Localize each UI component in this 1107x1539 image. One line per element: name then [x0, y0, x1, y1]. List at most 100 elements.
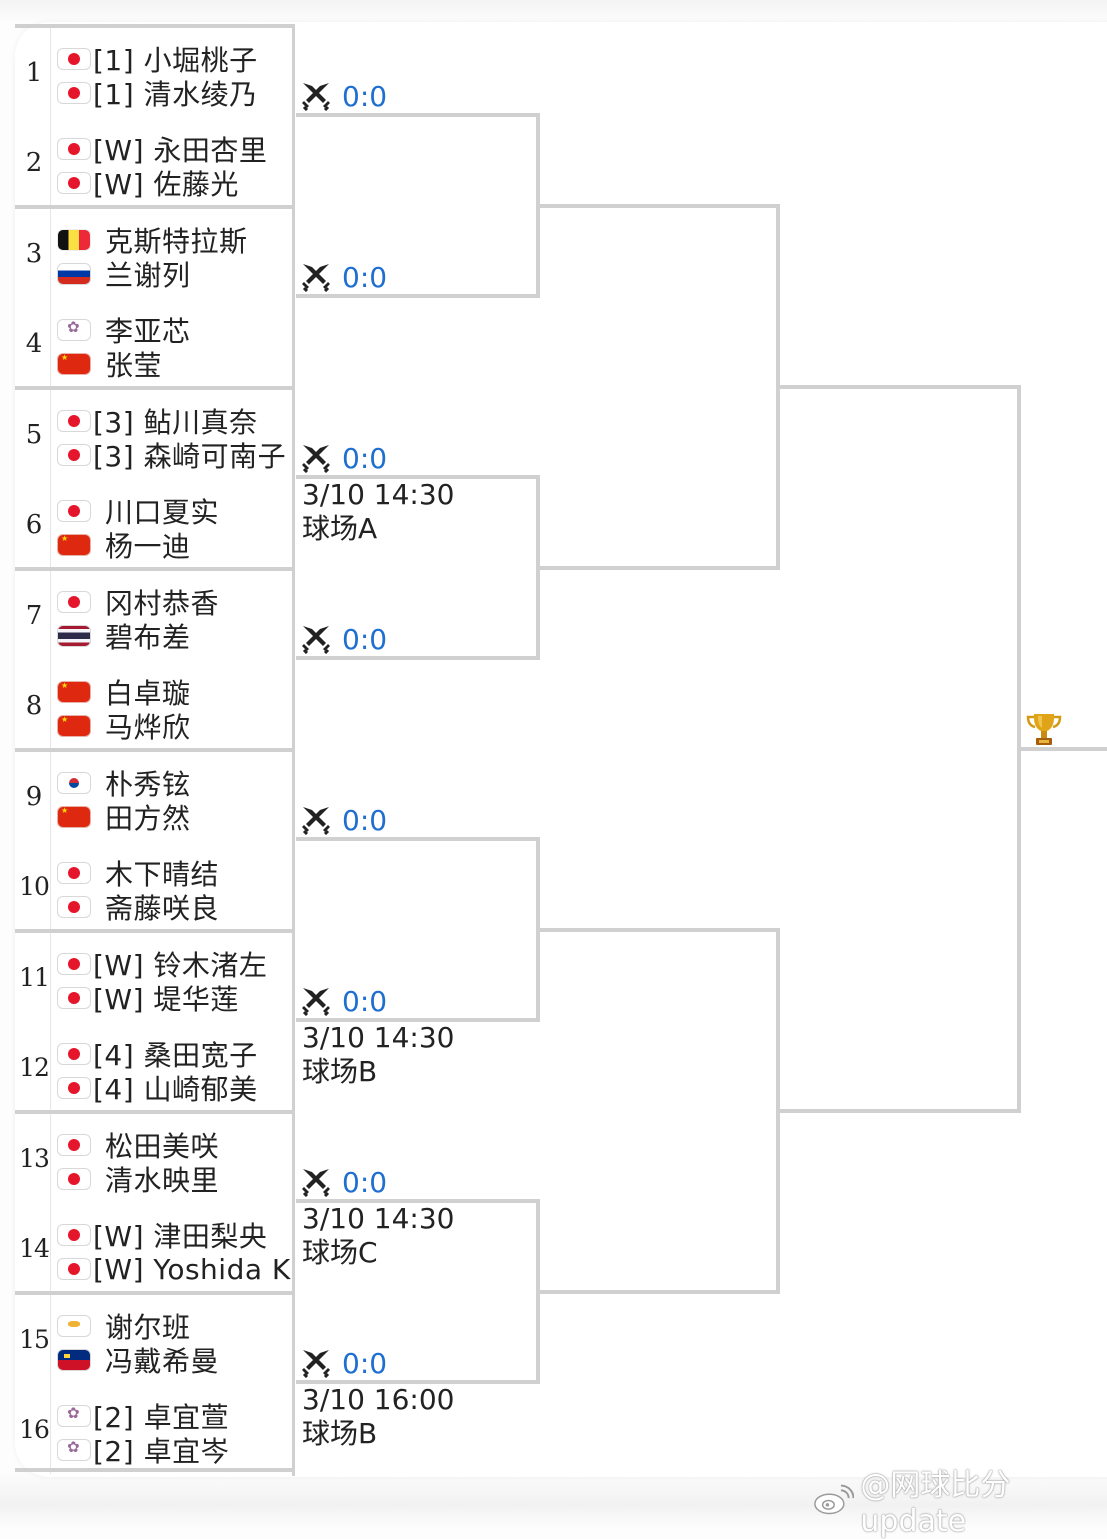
match-court: 球场B	[302, 1055, 378, 1088]
draw-entry[interactable]: 6川口夏实杨一迪	[15, 484, 294, 572]
match-time: 3/10 14:30	[302, 478, 455, 511]
match-score[interactable]: 0:0	[300, 984, 387, 1018]
match-block: 3克斯特拉斯兰谢列4李亚芯张莹	[15, 205, 294, 386]
player-name: 碧布差	[105, 621, 191, 654]
player-row[interactable]: 清水映里	[57, 1162, 219, 1197]
player-name: [3] 森崎可南子	[93, 440, 287, 473]
player-row[interactable]: 张莹	[57, 347, 162, 382]
player-row[interactable]: 兰谢列	[57, 257, 191, 292]
player-row[interactable]: [W] Yoshida K	[57, 1252, 291, 1286]
cn-flag-icon	[57, 806, 91, 828]
draw-entry[interactable]: 3 克斯特拉斯兰谢列	[15, 213, 294, 301]
watermark: @网球比分update	[812, 1460, 1107, 1539]
jp-flag-icon	[57, 1043, 91, 1065]
crossed-swords-icon	[302, 626, 330, 654]
score-value: 0:0	[342, 260, 388, 294]
match-score[interactable]: 0:0	[300, 79, 387, 113]
player-row[interactable]: [1] 清水绫乃	[57, 76, 258, 111]
round1-connector	[296, 656, 540, 660]
player-row[interactable]: 杨一迪	[57, 528, 191, 563]
jp-flag-icon	[57, 410, 91, 432]
player-row[interactable]: [3] 鲇川真奈	[57, 404, 258, 439]
player-row[interactable]: [1] 小堀桃子	[57, 42, 258, 77]
draw-entry[interactable]: 8白卓璇马烨欣	[15, 665, 294, 753]
player-row[interactable]: [2] 卓宜岑	[57, 1433, 230, 1468]
draw-position-number: 7	[25, 601, 43, 631]
player-name: 谢尔班	[105, 1311, 191, 1344]
round2-connector	[538, 565, 780, 570]
cn-flag-icon	[57, 534, 91, 556]
draw-position-number: 13	[19, 1144, 50, 1173]
player-row[interactable]: [W] 永田杏里	[57, 132, 267, 167]
match-score[interactable]: 0:0	[300, 1346, 387, 1380]
match-score[interactable]: 0:0	[300, 1165, 387, 1199]
draw-entry[interactable]: 5[3] 鲇川真奈[3] 森崎可南子	[15, 394, 294, 482]
player-row[interactable]: [W] 津田梨央	[57, 1218, 268, 1253]
player-row[interactable]: 冯戴希曼	[57, 1343, 219, 1378]
draw-entry[interactable]: 11[W] 铃木渚左[W] 堤华莲	[15, 937, 294, 1025]
jp-flag-icon	[57, 138, 91, 160]
player-row[interactable]: 马烨欣	[57, 709, 191, 744]
player-name: [2] 卓宜岑	[93, 1435, 230, 1468]
player-row[interactable]: 斋藤咲良	[57, 890, 219, 925]
draw-entry[interactable]: 2 [W] 永田杏里[W] 佐藤光	[15, 122, 294, 210]
player-row[interactable]: 川口夏实	[57, 494, 219, 529]
player-row[interactable]: [W] 佐藤光	[57, 166, 239, 201]
player-row[interactable]: 谢尔班	[57, 1309, 191, 1344]
jp-flag-icon	[57, 953, 91, 975]
player-row[interactable]: 木下晴结	[57, 856, 219, 891]
match-court: 球场B	[302, 1417, 378, 1450]
block-divider	[292, 386, 295, 567]
player-row[interactable]: [4] 山崎郁美	[57, 1071, 258, 1106]
player-name: [W] 津田梨央	[93, 1220, 268, 1253]
player-row[interactable]: 碧布差	[57, 619, 191, 654]
tpe-flag-icon	[57, 1405, 91, 1427]
player-name: 克斯特拉斯	[105, 225, 248, 258]
draw-position-number: 1	[25, 58, 43, 88]
draw-entry[interactable]: 7 冈村恭香碧布差	[15, 575, 294, 663]
player-row[interactable]: 朴秀铉	[57, 766, 191, 801]
draw-entry[interactable]: 4李亚芯张莹	[15, 303, 294, 391]
player-row[interactable]: [3] 森崎可南子	[57, 438, 287, 473]
draw-position-number: 3	[25, 239, 43, 269]
match-score[interactable]: 0:0	[300, 441, 387, 475]
player-row[interactable]: 冈村恭香	[57, 585, 219, 620]
draw-position-number: 2	[25, 148, 43, 178]
match-score[interactable]: 0:0	[300, 260, 387, 294]
crossed-swords-icon	[302, 1350, 330, 1378]
ru-flag-icon	[57, 263, 91, 285]
player-row[interactable]: [2] 卓宜萱	[57, 1399, 229, 1434]
draw-entry[interactable]: 14 [W] 津田梨央[W] Yoshida K	[15, 1208, 294, 1296]
jp-flag-icon	[57, 82, 91, 104]
weibo-icon	[814, 1484, 855, 1514]
score-value: 0:0	[342, 803, 388, 837]
jp-flag-icon	[57, 1077, 91, 1099]
player-row[interactable]: [W] 铃木渚左	[57, 947, 267, 982]
match-score[interactable]: 0:0	[300, 803, 387, 837]
player-row[interactable]: 田方然	[57, 800, 191, 835]
player-row[interactable]: 李亚芯	[57, 313, 191, 348]
match-score[interactable]: 0:0	[300, 622, 387, 656]
block-divider	[292, 748, 295, 929]
draw-entry[interactable]: 12[4] 桑田宽子[4] 山崎郁美	[15, 1027, 294, 1115]
semifinal-connector	[778, 384, 1020, 389]
player-row[interactable]: [W] 堤华莲	[57, 981, 239, 1016]
player-row[interactable]: 松田美咲	[57, 1128, 219, 1163]
player-row[interactable]: 克斯特拉斯	[57, 223, 248, 258]
draw-entry[interactable]: 1 [1] 小堀桃子[1] 清水绫乃	[15, 32, 294, 120]
draw-position-number: 14	[19, 1234, 50, 1263]
player-row[interactable]: 白卓璇	[57, 675, 191, 710]
jp-flag-icon	[57, 444, 91, 466]
draw-entry[interactable]: 16[2] 卓宜萱[2] 卓宜岑	[15, 1389, 294, 1477]
draw-entry[interactable]: 9朴秀铉田方然	[15, 756, 294, 844]
draw-position-number: 10	[19, 872, 50, 901]
th-flag-icon	[57, 625, 91, 647]
player-row[interactable]: [4] 桑田宽子	[57, 1037, 258, 1072]
